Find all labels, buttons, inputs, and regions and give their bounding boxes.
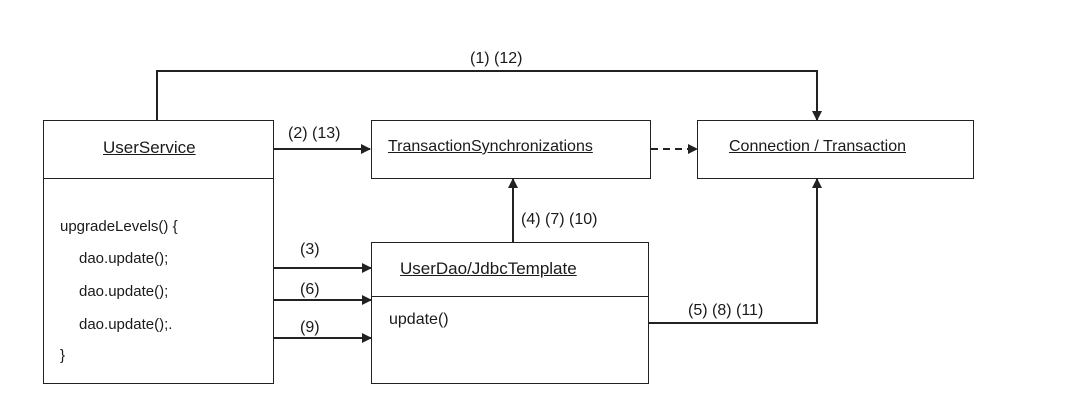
user-service-box xyxy=(43,120,274,384)
transaction-sync-title: TransactionSynchronizations xyxy=(388,138,593,155)
code-line: dao.update(); xyxy=(79,250,169,267)
user-dao-divider xyxy=(372,296,648,297)
edge-label-dao-to-sync: (4) (7) (10) xyxy=(521,211,598,228)
edge-label-call-1: (3) xyxy=(300,241,320,258)
user-service-divider xyxy=(44,178,273,179)
user-dao-title: UserDao/JdbcTemplate xyxy=(400,259,577,278)
code-line: dao.update();. xyxy=(79,316,173,333)
code-line: upgradeLevels() { xyxy=(60,218,178,235)
connection-title: Connection / Transaction xyxy=(729,138,906,155)
edge-dao-to-connection xyxy=(649,178,822,324)
edge-label-dao-to-connection: (5) (8) (11) xyxy=(688,302,764,319)
edge-label-top: (1) (12) xyxy=(470,50,523,67)
user-dao-box xyxy=(371,242,649,384)
user-service-title: UserService xyxy=(103,138,196,157)
transaction-sync-box xyxy=(371,120,651,179)
edge-label-call-3: (9) xyxy=(300,319,320,336)
code-line: dao.update(); xyxy=(79,283,169,300)
code-line: } xyxy=(60,347,66,364)
connection-box xyxy=(697,120,974,179)
edge-label-call-2: (6) xyxy=(300,281,320,298)
edge-label-service-to-sync: (2) (13) xyxy=(288,125,341,142)
user-dao-method: update() xyxy=(389,311,449,328)
edge-service-to-connection xyxy=(156,70,822,121)
